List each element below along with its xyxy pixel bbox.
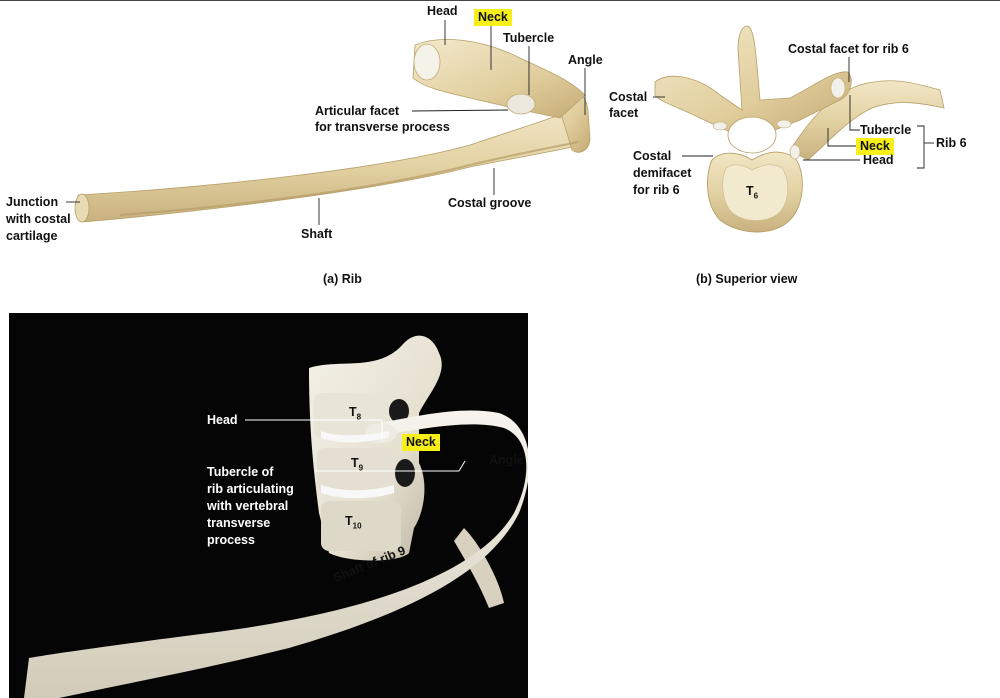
label-tubercle-c: Tubercle of — [207, 465, 274, 479]
vertebral-body-inner — [722, 164, 789, 221]
intervertebral-foramen-1 — [389, 399, 409, 423]
label-costal-facet-rib6: Costal facet for rib 6 — [788, 42, 909, 56]
costal-facet-rib6-top — [830, 77, 846, 99]
costal-facet-right — [776, 119, 792, 129]
label-costal-facet: Costal — [609, 90, 648, 104]
label-tubercle: Tubercle — [503, 31, 555, 45]
label-angle: Angle — [568, 53, 603, 67]
label-neck-c: Neck — [402, 434, 440, 451]
panel-b-leader-lines — [653, 57, 934, 169]
label-junction-line3: cartilage — [6, 229, 58, 243]
label-t9: T9 — [351, 456, 364, 473]
rib-junction-end — [74, 193, 90, 223]
label-costal-facet-line2: facet — [609, 106, 639, 120]
label-demifacet-line3: for rib 6 — [633, 183, 680, 197]
label-tubercle-b: Tubercle — [860, 123, 912, 137]
label-angle-c: Angle — [489, 453, 524, 467]
vertebra-t10-body — [321, 501, 401, 551]
rib-illustration — [66, 20, 945, 233]
label-head: Head — [427, 4, 458, 18]
label-articular-facet-line2: for transverse process — [315, 120, 450, 134]
panel-a-leader-lines — [66, 20, 586, 225]
spinous-process-shape — [454, 528, 504, 608]
label-t10: T10 — [345, 514, 362, 531]
intervertebral-foramen-2 — [395, 459, 415, 487]
rib-neck-head-shape — [412, 39, 586, 119]
vertebral-foramen — [727, 116, 777, 154]
photo-drawing — [24, 335, 528, 698]
caption-panel-b: (b) Superior view — [696, 272, 798, 286]
disc-1 — [321, 431, 389, 443]
label-neck-b: Neck — [856, 138, 894, 155]
label-tubercle-c-line5: process — [207, 533, 255, 547]
label-tubercle-c-line4: transverse — [207, 516, 271, 530]
label-head-b: Head — [863, 153, 894, 167]
vertebra-processes-shape — [654, 25, 852, 133]
label-t8: T8 — [349, 405, 362, 422]
label-neck: Neck — [474, 9, 512, 26]
label-costal-groove: Costal groove — [448, 196, 532, 210]
rib-head-facet — [413, 43, 441, 81]
label-junction: Junction — [6, 195, 59, 209]
rib-tubercle-facet — [506, 93, 536, 115]
label-junction-line2: with costal — [6, 212, 71, 226]
panel-c-leader-lines — [245, 419, 466, 472]
rib-photo: T8 T9 T10 Head Neck Angle Tubercle of ri… — [9, 313, 528, 698]
label-tubercle-c-line3: with vertebral — [207, 499, 289, 513]
label-demifacet-line2: demifacet — [633, 166, 692, 180]
top-border — [0, 0, 1000, 1]
label-rib6: Rib 6 — [936, 136, 967, 150]
label-demifacet: Costal — [633, 149, 672, 163]
caption-panel-a: (a) Rib — [323, 272, 362, 286]
label-head-c: Head — [207, 413, 238, 427]
costal-groove-shadow — [119, 141, 579, 216]
label-t6: T6 — [746, 184, 759, 201]
disc-2 — [321, 485, 394, 499]
costal-demifacet-right — [789, 144, 801, 160]
label-articular-facet: Articular facet — [315, 104, 400, 118]
label-shaft: Shaft — [301, 227, 333, 241]
costal-facet-left — [712, 121, 728, 131]
rib9-shape — [24, 410, 528, 698]
label-tubercle-c-line2: rib articulating — [207, 482, 294, 496]
